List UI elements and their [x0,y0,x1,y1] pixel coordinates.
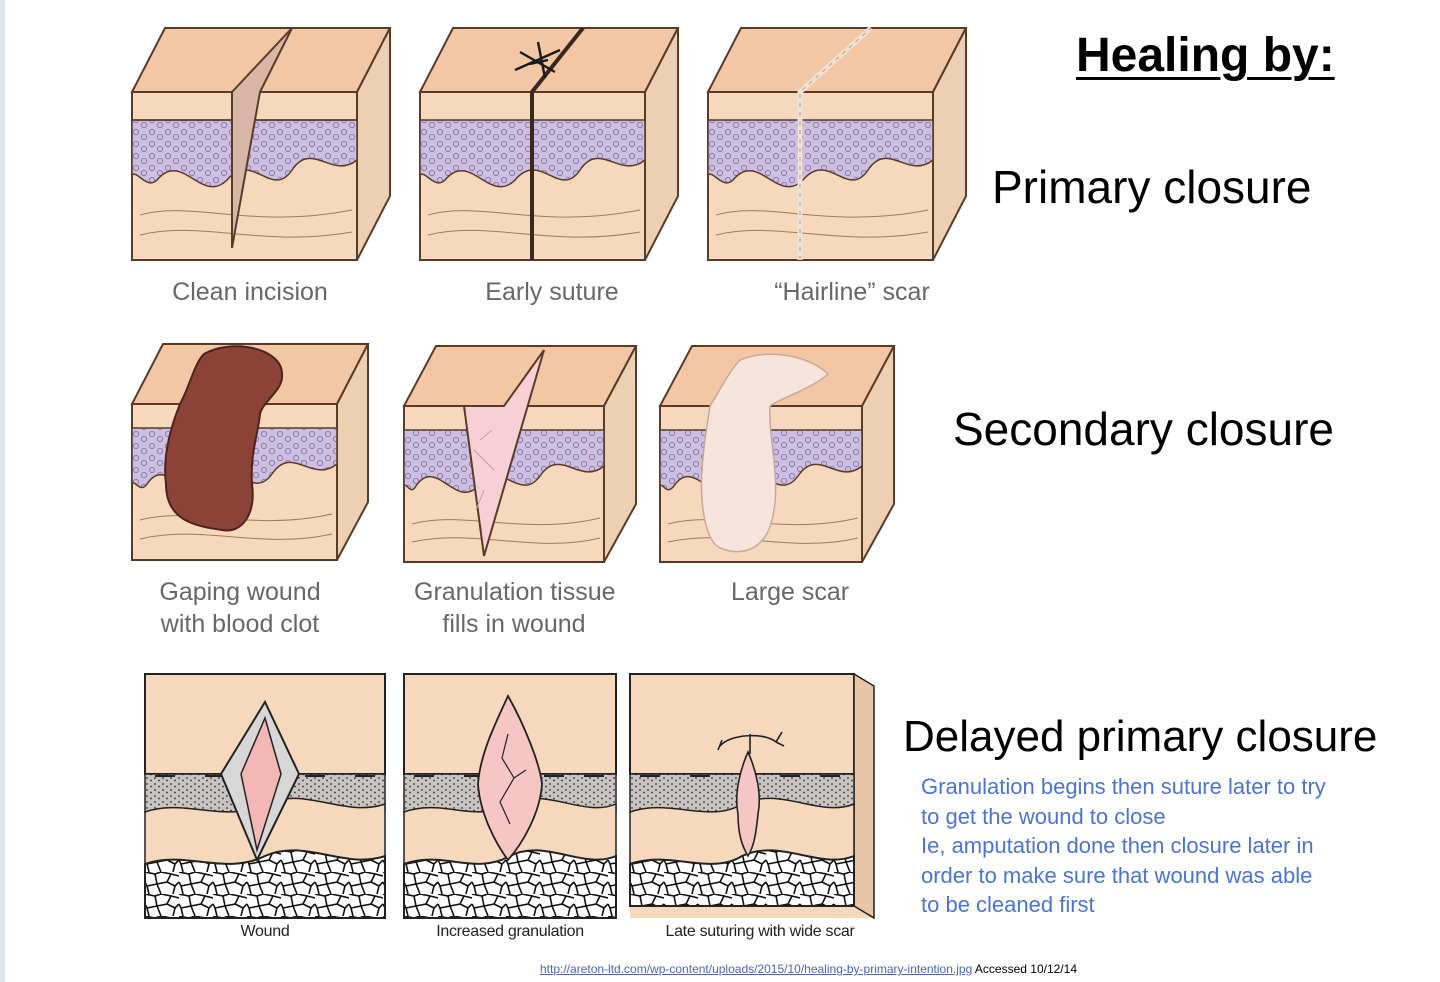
delayed-primary-closure-label: Delayed primary closure [903,712,1378,761]
image-source: http://areton-ltd.com/wp-content/uploads… [540,962,1077,976]
note-line-2: to get the wound to close [921,803,1166,829]
note-line-4: order to make sure that wound was able [921,862,1313,888]
note-line-5: to be cleaned first [921,892,1095,917]
note-line-3: Ie, amputation done then closure later i… [921,833,1314,858]
early-suture-diagram [418,26,680,261]
gaping-wound-diagram [130,343,370,561]
secondary-closure-label: Secondary closure [953,403,1334,455]
caption-gaping-wound: Gaping wound with blood clot [140,576,340,640]
wound-diagram [144,673,386,919]
source-accessed: Accessed 10/12/14 [974,962,1077,976]
increased-granulation-diagram [403,673,617,919]
slide-title: Healing by: [1076,29,1335,82]
caption-gaping-wound-line-1: Gaping wound [159,578,321,606]
caption-large-scar: Large scar [730,578,850,606]
caption-gaping-wound-line-2: with blood clot [160,610,320,638]
source-link[interactable]: http://areton-ltd.com/wp-content/uploads… [540,962,973,976]
caption-hairline-scar: “Hairline” scar [774,278,930,306]
late-suturing-diagram [629,672,875,920]
caption-granulation-tissue: Granulation tissue fills in wound [414,576,616,640]
clean-incision-diagram [130,27,392,261]
caption-late-suturing: Late suturing with wide scar [665,923,855,940]
primary-closure-label: Primary closure [992,161,1312,213]
caption-granulation-line-2: fills in wound [442,610,586,638]
caption-clean-incision: Clean incision [172,278,328,306]
hairline-scar-diagram [706,26,968,261]
granulation-tissue-diagram [402,345,638,563]
note-line-1: Granulation begins then suture later to … [921,774,1326,799]
large-scar-diagram [658,345,896,563]
caption-wound: Wound [240,923,290,940]
caption-granulation-line-1: Granulation tissue [414,578,616,606]
caption-increased-granulation: Increased granulation [436,923,584,940]
caption-early-suture: Early suture [485,278,619,306]
slide-left-edge [0,0,5,982]
delayed-closure-note: Granulation begins then suture later to … [921,772,1401,920]
